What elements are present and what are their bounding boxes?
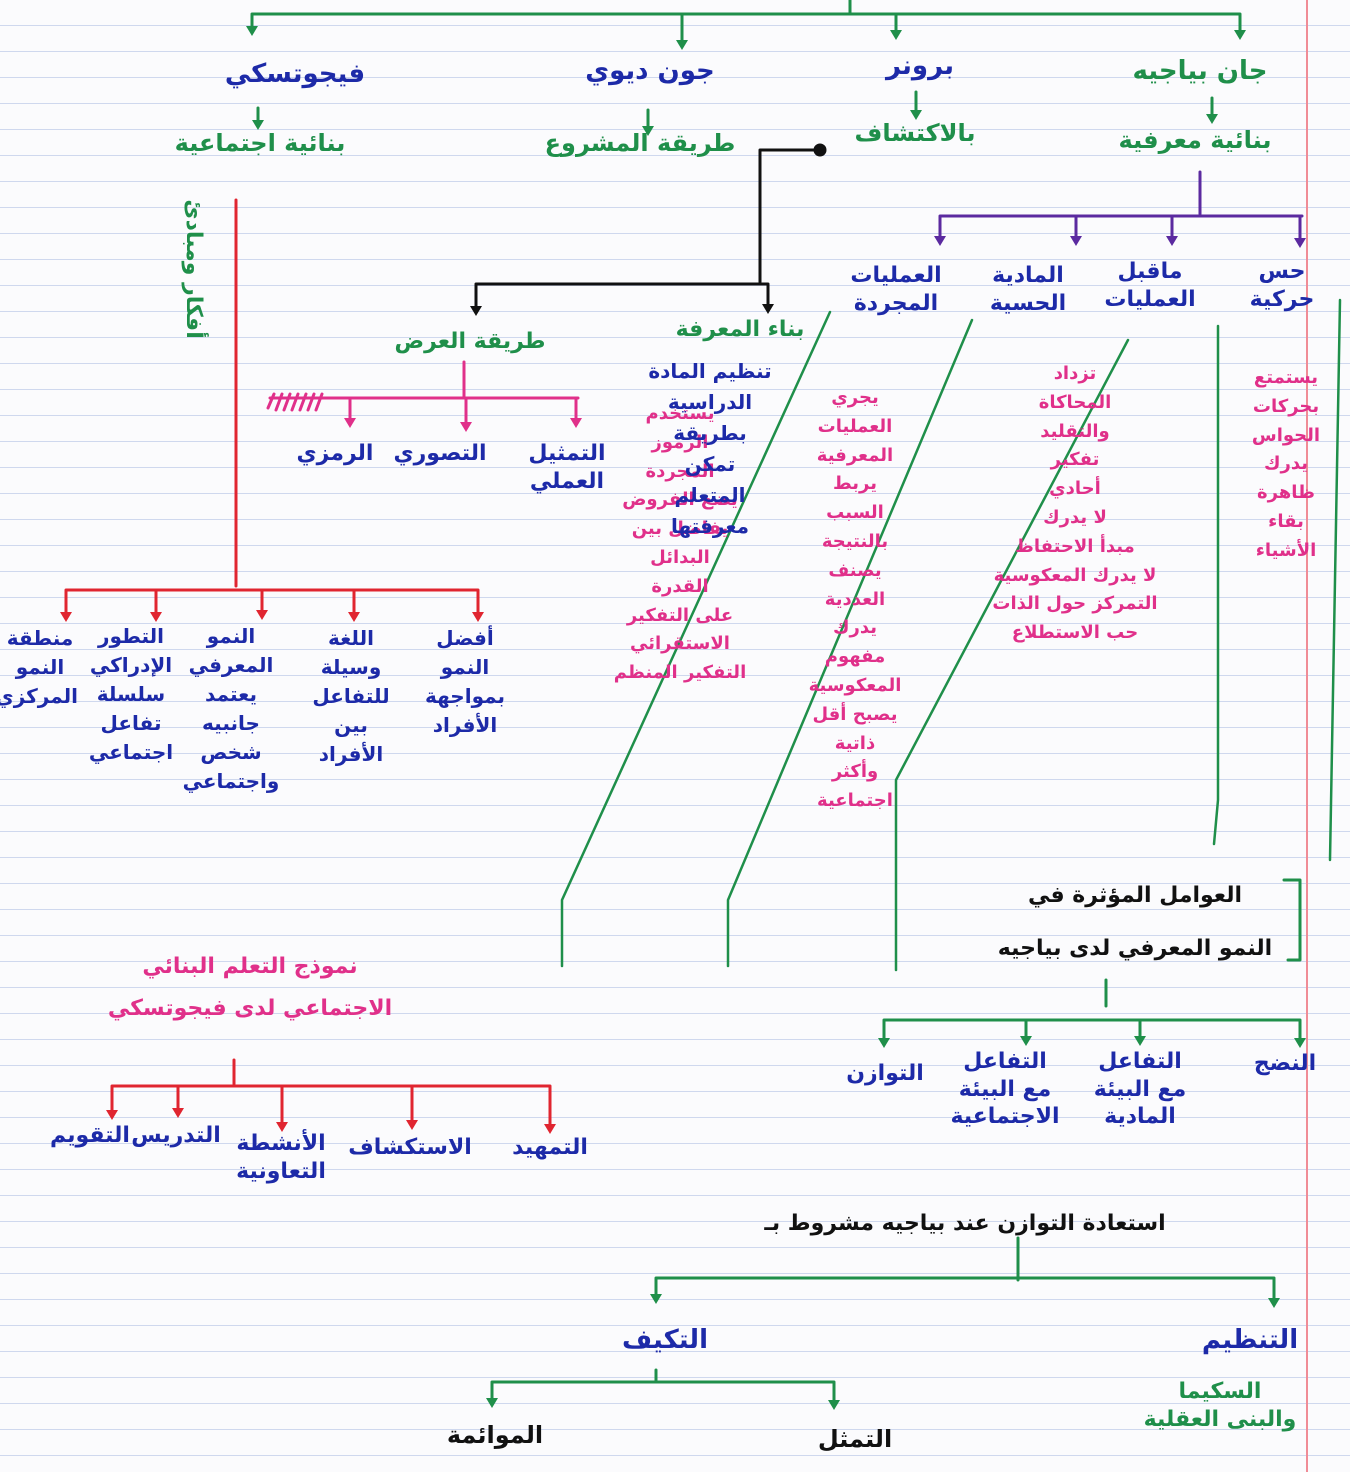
theory-piaget: بنائية معرفية [1118, 126, 1272, 154]
bruner-method-title: طريقة العرض [394, 329, 546, 354]
bruner-knowledge-details: تنظيم المادة الدراسية بطريقة تمكن المتعل… [648, 359, 772, 538]
theorist-dewey: جون ديوي [585, 56, 715, 86]
model-step-cooperative-activities: الأنشطة التعاونية [236, 1131, 326, 1184]
factor-physical-interaction: التفاعل مع البيئة المادية [1093, 1049, 1187, 1129]
model-step-teaching: التدريس [131, 1123, 221, 1148]
bruner-knowledge-title: بناء المعرفة [675, 317, 805, 342]
stage-preoperational-title: ماقبل العمليات [1104, 259, 1196, 312]
theorist-piaget: جان بياجيه [1132, 56, 1268, 86]
factor-maturation: النضج [1253, 1051, 1317, 1076]
root-green-connectors [250, 0, 1242, 130]
model-step-preparation: التمهيد [512, 1135, 588, 1160]
theory-dewey: طريقة المشروع [544, 129, 736, 157]
stage-sensorimotor-details: يستمتع بحركات الحواس يدرك ظاهرة بقاء الأ… [1251, 367, 1321, 561]
stage-preoperational-details: تزداد المحاكاة والتقليد تفكير أحادي لا ي… [992, 363, 1158, 644]
stage-formal-details: يستخدم الرموز المجردة يضع الفروض يفاضل ب… [613, 403, 747, 684]
model-step-exploration: الاستكشاف [348, 1135, 472, 1160]
vygotsky-principle-4: التطور الإدراكي سلسلة تفاعل اجتماعي [88, 624, 174, 764]
equilibrium-organization: التنظيم [1201, 1325, 1299, 1355]
margin-line [1306, 0, 1308, 1472]
model-step-evaluation: التقويم [50, 1123, 130, 1148]
adaptation-assimilation: التمثل [817, 1425, 893, 1453]
arrow-heads-purple [934, 236, 1306, 248]
equilibrium-title: استعادة التوازن عند بياجيه مشروط بـ [764, 1211, 1166, 1236]
equilibrium-green-connectors [490, 1236, 1276, 1404]
vygotsky-principle-1: أفضل النمو بمواجهة الأفراد [424, 626, 506, 737]
theory-vygotsky: بنائية اجتماعية [174, 129, 346, 157]
vygotsky-branch-label: أفكار ومبادئ [179, 199, 207, 338]
bruner-method-enactive: التمثيل العملي [528, 441, 606, 494]
vygotsky-red-connectors [64, 198, 552, 1128]
adaptation-accommodation: الموائمة [446, 1421, 544, 1449]
theorist-vygotsky: فيجوتسكي [224, 59, 366, 89]
stage-concrete-title: المادية الحسية [989, 263, 1067, 316]
equilibrium-adaptation: التكيف [622, 1325, 708, 1355]
vygotsky-principle-5: منطقة النمو المركزي [0, 626, 78, 708]
stage-sensorimotor-title: حس حركية [1249, 259, 1315, 312]
factor-social-interaction: التفاعل مع البيئة الاجتماعية [950, 1049, 1060, 1129]
equilibrium-organization-sub: السكيما والبنى العقلية [1143, 1379, 1297, 1432]
arrow-heads-black [470, 304, 774, 316]
vygotsky-principle-2: اللغة وسيلة للتفاعل بين الأفراد [312, 626, 390, 766]
vygotsky-model-title: نموذج التعلم البنائي الاجتماعي لدى فيجوت… [107, 954, 393, 1021]
bruner-method-iconic: التصوري [393, 441, 487, 466]
factors-title: العوامل المؤثرة في النمو المعرفي لدى بيا… [997, 883, 1273, 961]
bruner-method-symbolic: الرمزي [296, 441, 374, 466]
bruner-black-connectors [474, 143, 827, 310]
factor-equilibrium: التوازن [846, 1061, 924, 1086]
factors-green-connectors [882, 878, 1302, 1042]
stage-formal-title: العمليات المجردة [850, 263, 942, 316]
representation-pink-connectors [266, 360, 580, 426]
stage-concrete-details: يجري العمليات المعرفية يربط السبب بالنتي… [808, 387, 902, 812]
arrow-heads-pink [344, 418, 582, 432]
theory-bruner: بالاكتشاف [854, 119, 976, 147]
theorist-bruner: برونر [885, 51, 955, 81]
piaget-purple-connectors [938, 170, 1304, 242]
vygotsky-principle-3: النمو المعرفي يعتمد جانبيه شخص واجتماعي [182, 624, 280, 793]
stage-divider-lines [560, 298, 1342, 972]
